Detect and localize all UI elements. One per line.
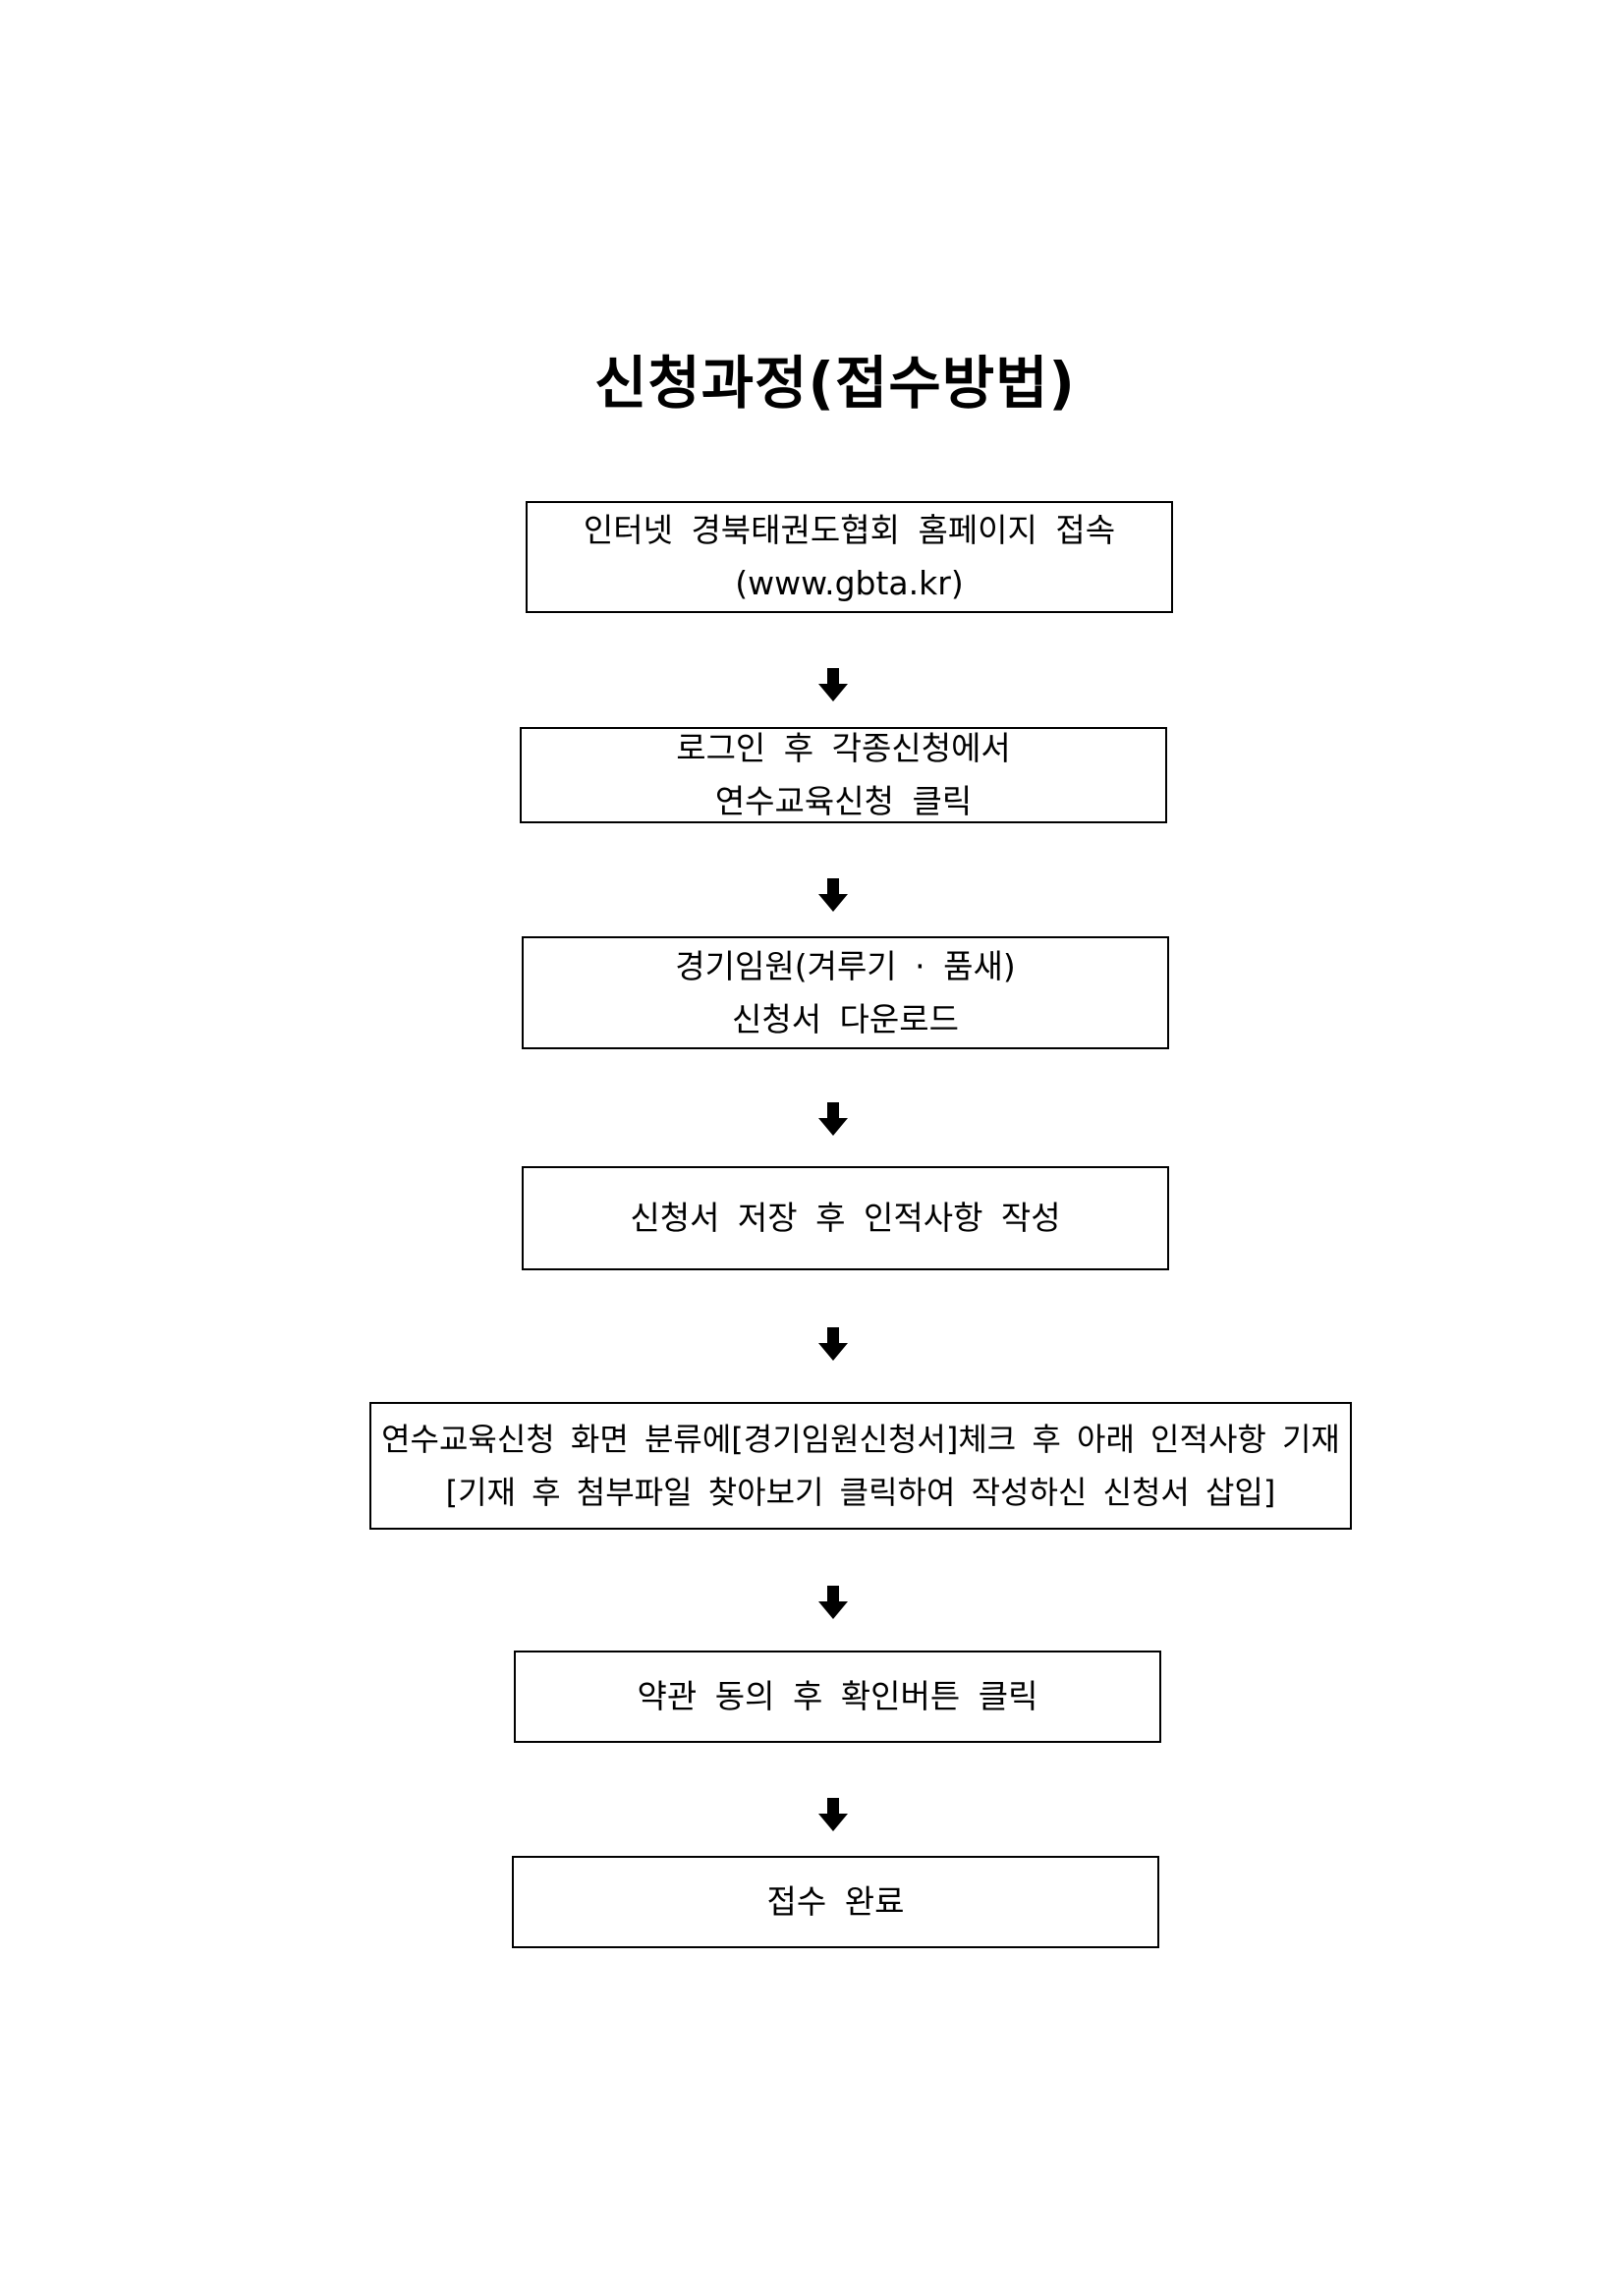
down-arrow-icon	[818, 1586, 848, 1619]
step-7-line-1: 접수 완료	[766, 1882, 905, 1921]
step-5-line-1: 연수교육신청 화면 분류에[경기임원신청서]체크 후 아래 인적사항 기재	[381, 1421, 1340, 1458]
step-5-box: 연수교육신청 화면 분류에[경기임원신청서]체크 후 아래 인적사항 기재 [기…	[369, 1402, 1352, 1530]
step-2-line-1: 로그인 후 각종신청에서	[676, 729, 1011, 767]
step-6-box: 약관 동의 후 확인버튼 클릭	[514, 1651, 1161, 1743]
down-arrow-icon	[818, 1102, 848, 1136]
step-3-line-1: 경기임원(겨루기 · 품새)	[675, 946, 1016, 985]
step-5-line-2: [기재 후 첨부파일 찾아보기 클릭하여 작성하신 신청서 삽입]	[445, 1474, 1276, 1511]
down-arrow-icon	[818, 668, 848, 701]
step-2-line-2: 연수교육신청 클릭	[714, 782, 973, 820]
down-arrow-icon	[818, 1327, 848, 1361]
down-arrow-icon	[818, 878, 848, 912]
step-4-line-1: 신청서 저장 후 인적사항 작성	[630, 1199, 1061, 1237]
step-6-line-1: 약관 동의 후 확인버튼 클릭	[637, 1677, 1038, 1715]
step-7-box: 접수 완료	[512, 1856, 1159, 1948]
step-4-box: 신청서 저장 후 인적사항 작성	[522, 1166, 1169, 1270]
step-3-box: 경기임원(겨루기 · 품새) 신청서 다운로드	[522, 936, 1169, 1049]
page-title: 신청과정(접수방법)	[594, 350, 1076, 417]
step-1-line-1: 인터넷 경북태권도협회 홈페이지 접속	[583, 511, 1116, 549]
down-arrow-icon	[818, 1798, 848, 1831]
step-3-line-2: 신청서 다운로드	[731, 999, 959, 1038]
step-1-box: 인터넷 경북태권도협회 홈페이지 접속 (www.gbta.kr)	[526, 501, 1173, 613]
step-2-box: 로그인 후 각종신청에서 연수교육신청 클릭	[520, 727, 1167, 823]
step-1-line-2: (www.gbta.kr)	[735, 564, 964, 602]
